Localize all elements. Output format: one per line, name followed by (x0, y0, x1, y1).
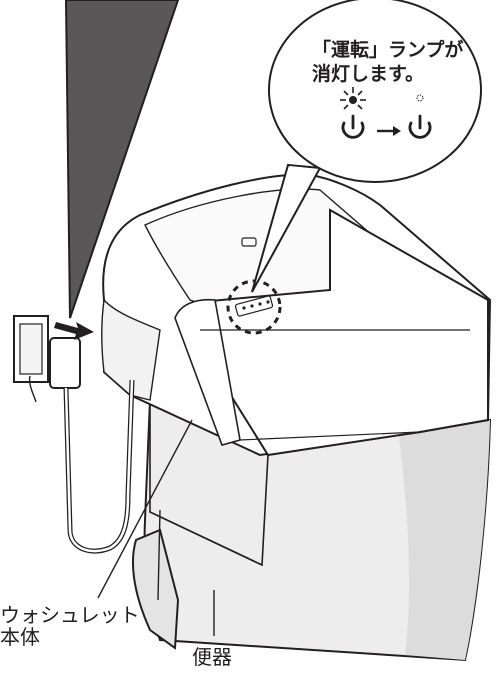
power-cord-inner (66, 380, 132, 551)
control-dot-1 (242, 306, 245, 309)
washlet-label-line1: ウォシュレット (0, 604, 140, 626)
power-cord (66, 380, 132, 551)
bubble-text-line1: 「運転」ランプが (312, 38, 463, 62)
control-dot-3 (258, 302, 261, 305)
control-dot-4 (266, 300, 269, 303)
toilet-bowl-label: 便器 (192, 646, 232, 668)
bubble-text-line2: 消灯します。 (312, 62, 424, 86)
washlet-top-indicator (242, 238, 256, 246)
speech-bubble (269, 0, 481, 182)
wall-outlet-face (20, 324, 42, 374)
control-dot-2 (250, 304, 253, 307)
toilet-bowl-shade (398, 420, 490, 660)
washlet-label-line2: 本体 (0, 626, 40, 648)
power-adapter (50, 338, 80, 388)
